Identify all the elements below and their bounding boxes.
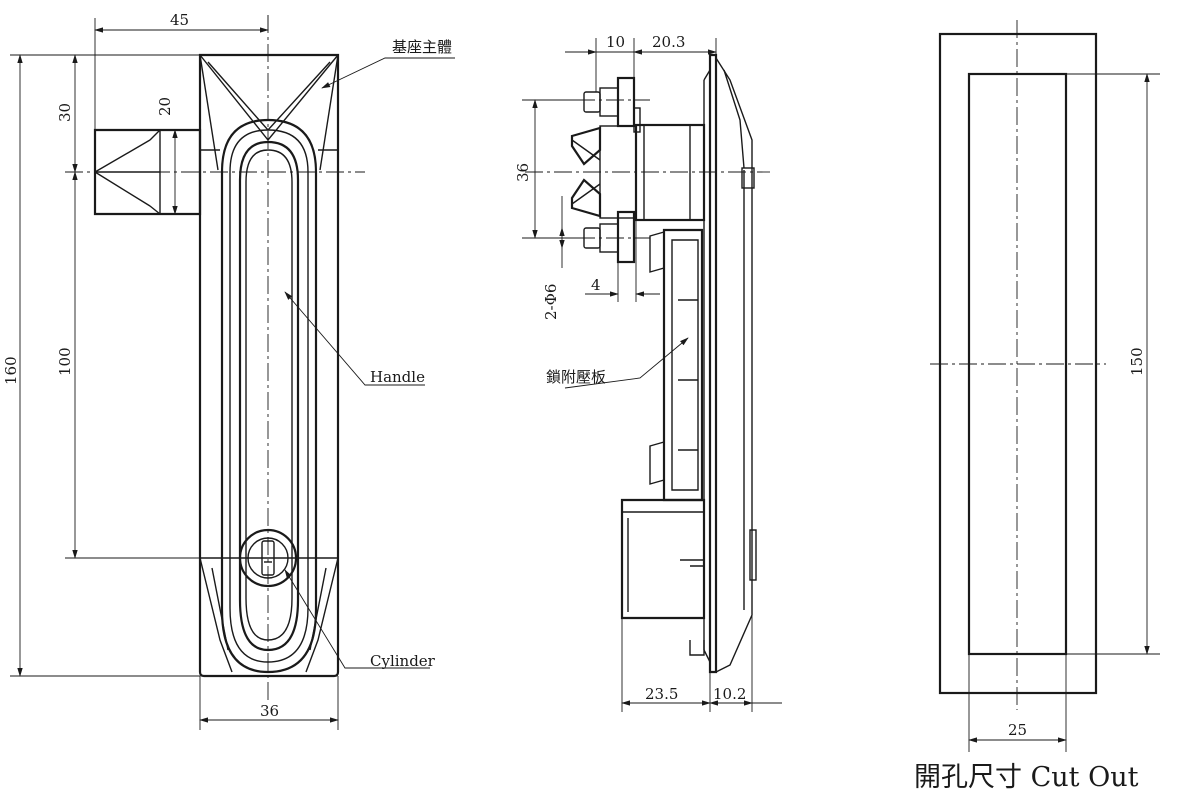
cutout-title: 開孔尺寸 Cut Out [914, 762, 1139, 793]
dim-45: 45 [170, 11, 189, 29]
dim-36-bottom: 36 [260, 702, 279, 720]
dim-10-2: 10.2 [713, 685, 746, 703]
flange-plate [708, 53, 718, 674]
dim-20-3: 20.3 [652, 33, 685, 51]
front-view: 45 160 30 20 100 36 基座主體 Handle Cylinder [2, 11, 455, 730]
side-view: 10 20.3 36 2-Φ6 4 23.5 10.2 鎖附壓板 [514, 33, 782, 712]
handle-outline [220, 118, 318, 674]
dim-30: 30 [56, 103, 74, 122]
base-body-outline [198, 53, 340, 678]
dim-150: 150 [1128, 347, 1146, 376]
cutout-outer-frame [938, 32, 1098, 695]
pressure-plate [662, 228, 704, 502]
label-handle: Handle [370, 368, 425, 386]
dim-10: 10 [606, 33, 625, 51]
dim-36-side: 36 [514, 163, 532, 182]
dim-100: 100 [56, 347, 74, 376]
label-base-body: 基座主體 [392, 38, 452, 56]
label-cylinder: Cylinder [370, 652, 436, 670]
dim-20: 20 [156, 97, 174, 116]
cutout-view: 150 25 開孔尺寸 Cut Out [914, 20, 1160, 793]
label-plate: 鎖附壓板 [546, 368, 606, 386]
dim-2-phi6: 2-Φ6 [542, 284, 560, 320]
dim-160: 160 [2, 356, 20, 385]
dim-4: 4 [591, 276, 601, 294]
dim-25: 25 [1008, 721, 1027, 739]
dim-23-5: 23.5 [645, 685, 678, 703]
